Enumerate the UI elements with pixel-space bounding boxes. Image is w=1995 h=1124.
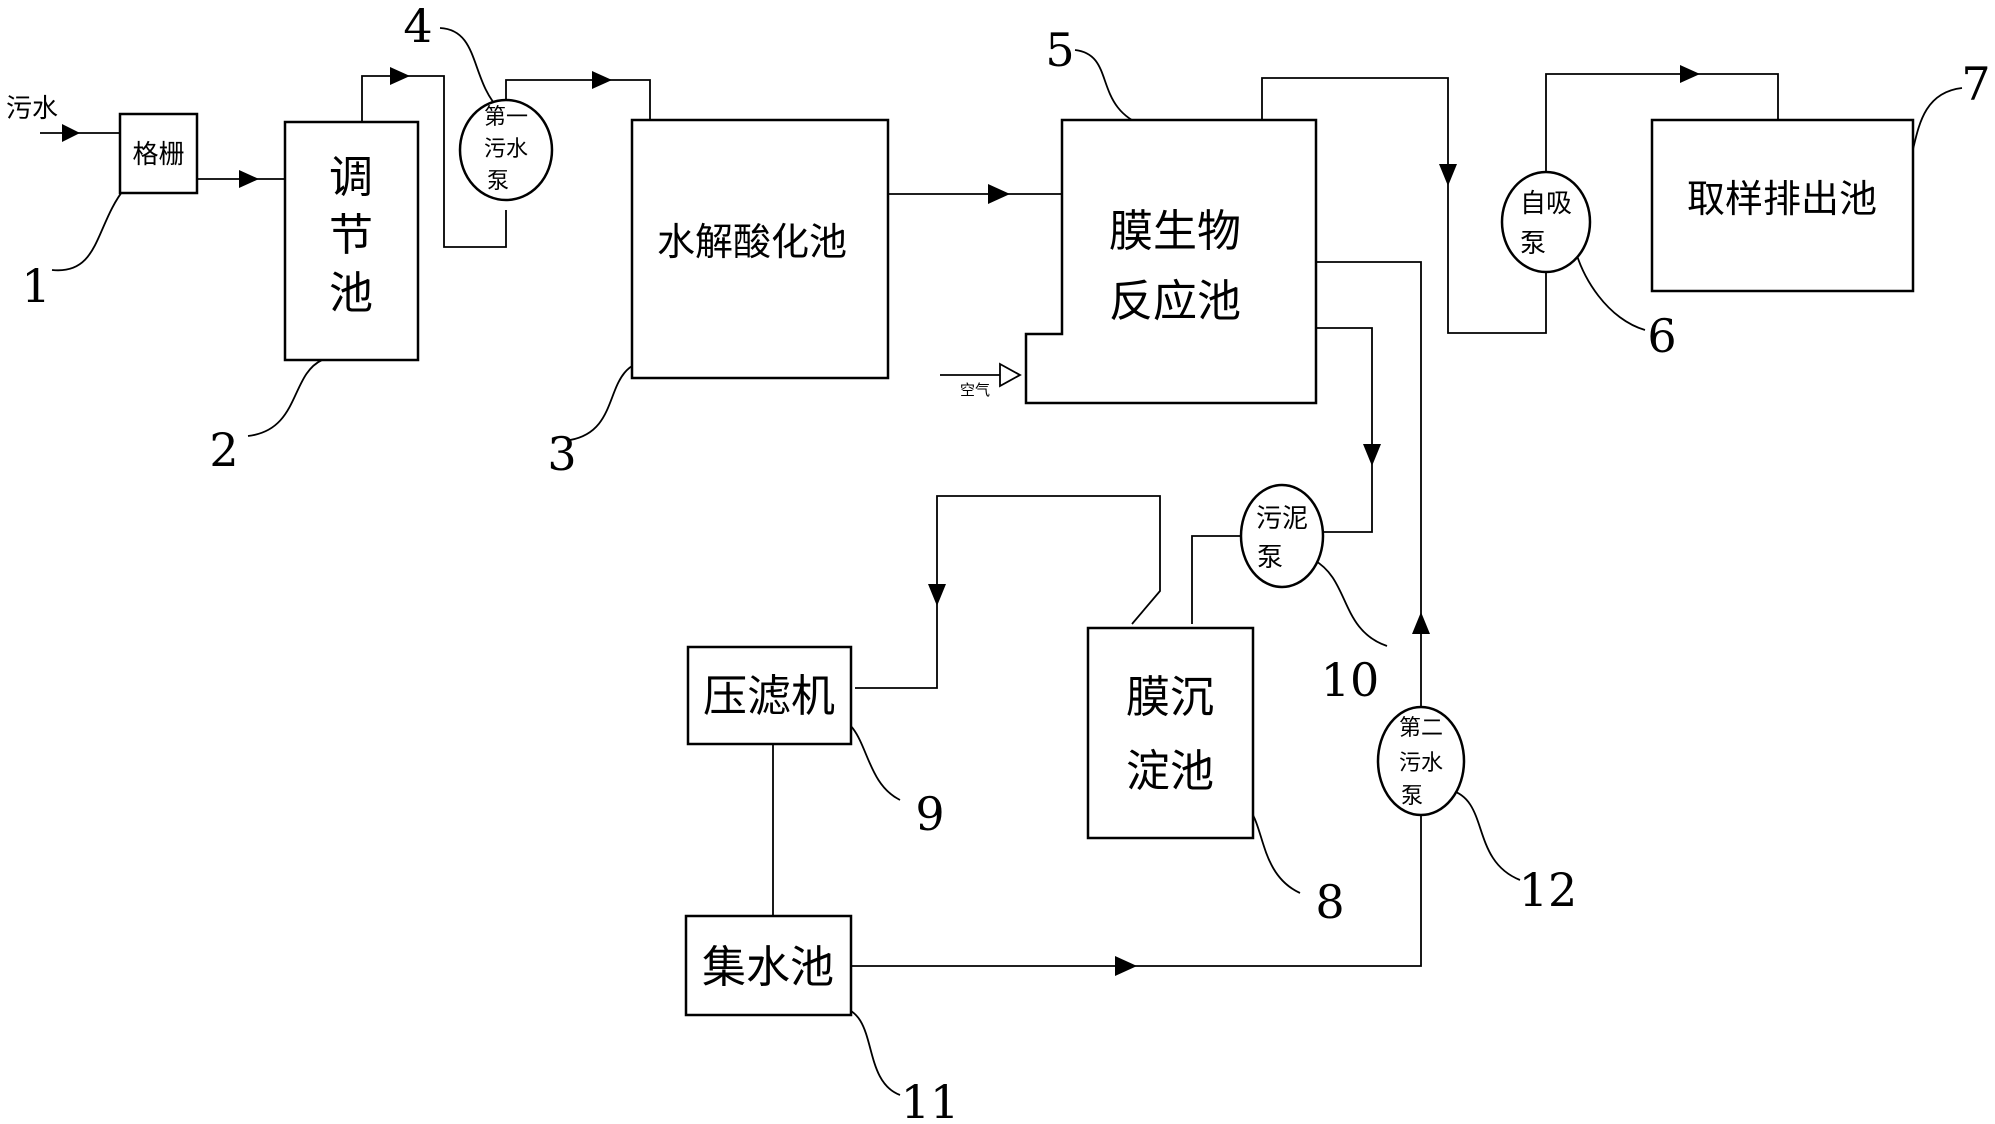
sewage-input-label: 污水 [6, 94, 58, 124]
pipe-mbr-to-selfpump [1261, 77, 1547, 334]
ref-number-12: 12 [1519, 863, 1578, 917]
filter-press-box [686, 645, 853, 746]
arrow-to-regulating [239, 170, 259, 188]
regulating-tank-label-3: 池 [329, 268, 373, 319]
self-priming-pump-label-1: 自吸 [1520, 189, 1572, 219]
self-priming-pump [1500, 170, 1592, 274]
sludge-pump-label-2: 泵 [1257, 543, 1283, 573]
hydrolysis-tank-box [630, 118, 890, 380]
pipe-mbr-to-sludgepump [1316, 327, 1373, 533]
leader-11 [837, 1006, 901, 1096]
ref-number-8: 8 [1315, 875, 1344, 929]
pipe-regulating-to-pump1 [361, 75, 507, 248]
pipe-pump2-to-mbr [1316, 261, 1422, 707]
first-sewage-pump-label-3: 泵 [487, 169, 509, 194]
ref-number-7: 7 [1961, 57, 1990, 111]
regulating-tank-label-2: 节 [329, 210, 373, 261]
arrowheads [62, 65, 1700, 976]
ref-number-3: 3 [547, 427, 576, 481]
membrane-settling-tank-label-2: 淀池 [1126, 746, 1214, 797]
first-sewage-pump-label-2: 污水 [484, 137, 528, 162]
arrow-sewage-in [62, 124, 80, 142]
regulating-tank-box [283, 120, 420, 362]
membrane-settling-tank-box [1086, 626, 1255, 840]
arrow-to-mbr [988, 184, 1010, 204]
regulating-tank-label-1: 调 [329, 152, 373, 203]
arrow-collection-out [1115, 956, 1137, 976]
leader-1 [51, 187, 126, 272]
sampling-tank-label: 取样排出池 [1687, 177, 1877, 221]
arrow-air [999, 362, 1022, 388]
ref-number-2: 2 [209, 423, 238, 477]
pipe-selfpump-to-sampling [1545, 73, 1779, 178]
grille-box [118, 112, 199, 195]
air-input-label: 空气 [960, 381, 990, 399]
leader-4 [439, 27, 501, 111]
units: 格栅 调 节 池 水解酸化池 膜生物 反应池 取样排出池 膜沉 淀池 压滤机 集… [118, 112, 1915, 1017]
leader-2 [247, 359, 323, 437]
grille-label: 格栅 [132, 140, 184, 170]
arrow-up-to-mbr [1412, 612, 1430, 634]
self-priming-pump-label-2: 泵 [1520, 229, 1546, 259]
sludge-pump-label-1: 污泥 [1256, 504, 1308, 534]
leader-5 [1074, 49, 1151, 129]
second-sewage-pump-label-1: 第二 [1399, 716, 1443, 741]
pipe-settling-to-filterpress [855, 495, 1161, 689]
pipe-sludgepump-to-settling [1191, 535, 1241, 624]
first-sewage-pump [458, 98, 554, 202]
arrow-regulating-out [390, 67, 410, 85]
leader-10 [1313, 559, 1388, 647]
arrow-down-to-filterpress [928, 584, 946, 606]
hydrolysis-tank-label: 水解酸化池 [657, 220, 847, 264]
ref-number-10: 10 [1321, 653, 1380, 707]
filter-press-label: 压滤机 [703, 671, 835, 722]
ref-number-5: 5 [1045, 23, 1074, 77]
mbr-label-1: 膜生物 [1109, 206, 1241, 257]
arrow-pump1-out [592, 71, 612, 89]
mbr-label-2: 反应池 [1109, 276, 1241, 327]
ref-number-9: 9 [915, 787, 944, 841]
ref-number-1: 1 [21, 259, 50, 313]
second-sewage-pump-label-2: 污水 [1399, 751, 1443, 776]
collection-tank-label: 集水池 [702, 942, 834, 993]
membrane-settling-tank-label-1: 膜沉 [1126, 672, 1214, 723]
pumps: 第一 污水 泵 自吸 泵 污泥 泵 第二 污水 泵 [458, 98, 1592, 817]
second-sewage-pump [1376, 705, 1466, 817]
collection-tank-box [684, 914, 853, 1017]
arrow-to-sampling [1680, 65, 1700, 83]
pipes [40, 73, 1779, 967]
ref-number-11: 11 [901, 1075, 960, 1124]
leader-lines [51, 27, 1963, 1096]
first-sewage-pump-label-1: 第一 [484, 105, 528, 130]
sludge-pump [1239, 483, 1325, 589]
pipe-collection-to-pump2 [851, 815, 1422, 967]
sampling-tank-box [1650, 118, 1915, 293]
reference-numbers: 1 2 3 4 5 6 7 8 9 10 11 12 [21, 0, 1990, 1124]
ref-number-4: 4 [403, 0, 432, 53]
ref-number-6: 6 [1647, 309, 1676, 363]
arrow-down-to-selfpump [1439, 164, 1457, 186]
inputs: 污水 空气 [6, 94, 990, 399]
mbr-box [1024, 118, 1318, 405]
leader-12 [1449, 789, 1521, 881]
arrow-down-to-sludgepump [1363, 444, 1381, 466]
second-sewage-pump-label-3: 泵 [1401, 784, 1423, 809]
